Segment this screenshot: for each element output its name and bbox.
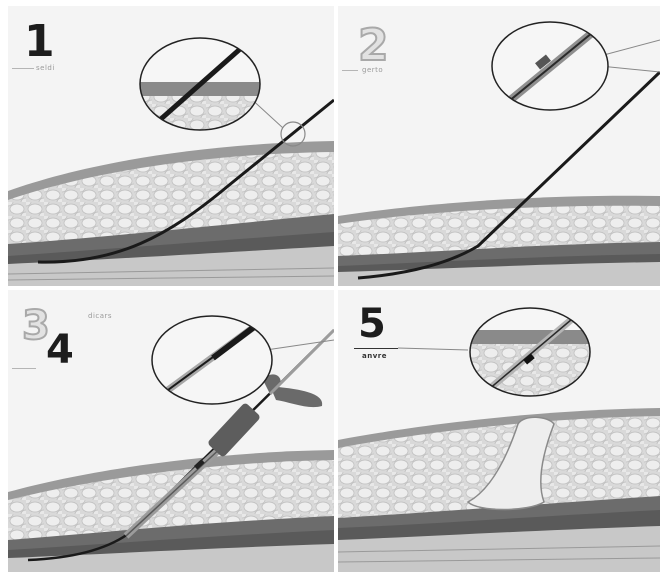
magnifier-inset [148,312,278,412]
step-number-4: 4 [46,330,74,370]
step-number: 5 [358,304,386,344]
panel-step-2: 2 gerto [338,6,660,286]
step-number: 1 [24,20,55,64]
magnifier-inset [466,304,596,404]
magnifier-inset [488,20,618,120]
panel-1-illustration [8,6,334,286]
step-caption: gerto [362,66,383,74]
panel-step-5: 5 anvre [338,290,660,572]
step-caption: dicars [88,312,112,320]
panel-step-3-4: 3 4 dicars [8,290,334,572]
step-caption: seldi [36,64,55,72]
panel-5-illustration [338,290,660,572]
step-caption: anvre [362,352,387,360]
step-number: 2 [358,24,389,68]
panel-step-1: 1 seldi [8,6,334,286]
